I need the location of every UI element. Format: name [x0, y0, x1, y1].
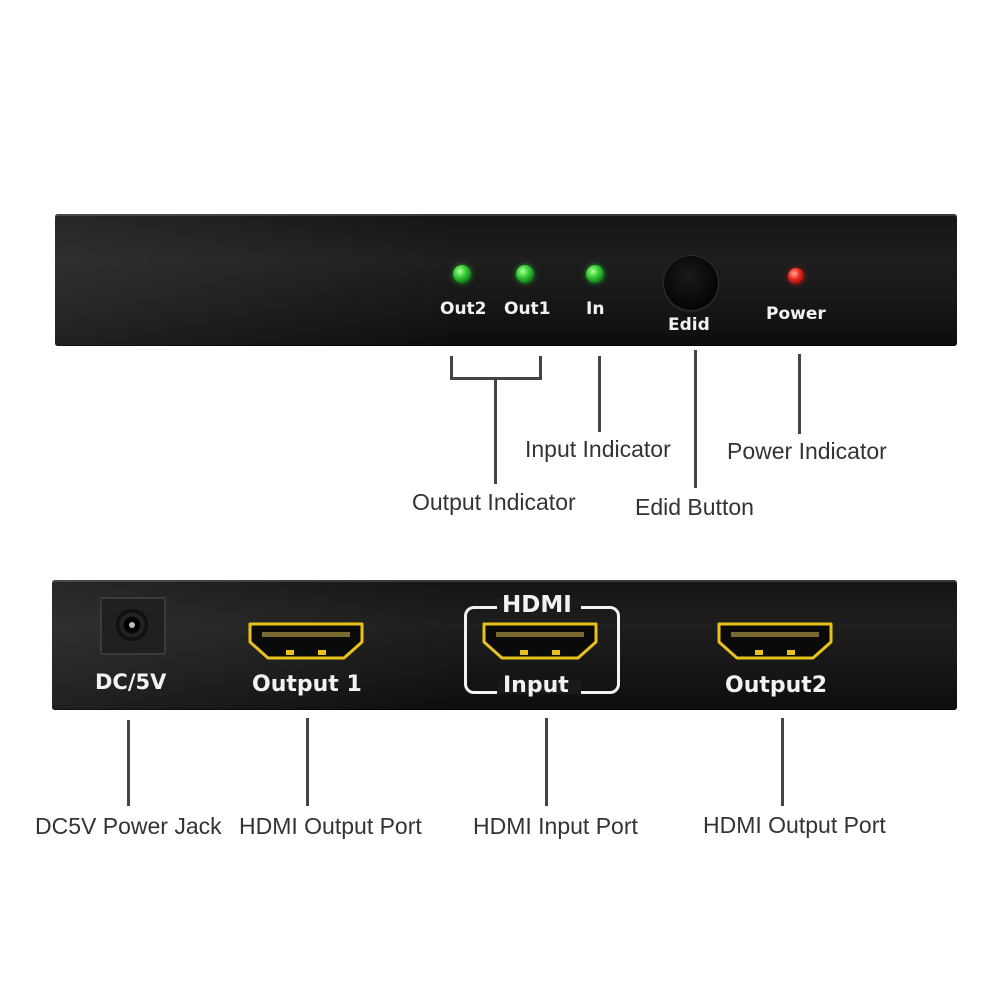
dc-power-jack-callout: DC5V Power Jack — [35, 813, 222, 839]
dc-jack-leader — [127, 720, 130, 806]
output-bracket-left — [450, 356, 453, 380]
hdmi-frame-gap-top — [497, 598, 581, 612]
out1-led-icon — [516, 265, 534, 283]
edid-button-leader — [694, 350, 697, 488]
front-panel — [55, 214, 957, 346]
output-bracket-bar — [450, 377, 542, 380]
output-indicator-leader — [494, 380, 497, 484]
out1-label: Out1 — [504, 299, 551, 319]
out2-label: Out2 — [440, 299, 487, 319]
edid-label: Edid — [668, 315, 710, 335]
output1-label: Output 1 — [252, 672, 362, 697]
hdmi-input-port-callout: HDMI Input Port — [473, 813, 638, 839]
power-indicator-leader — [798, 354, 801, 434]
hdmi-input-port-icon — [482, 622, 598, 660]
input-indicator-callout: Input Indicator — [525, 436, 671, 462]
edid-button-callout: Edid Button — [635, 494, 754, 520]
hdmi-output-port-1-callout: HDMI Output Port — [239, 813, 422, 839]
output2-label: Output2 — [725, 673, 828, 698]
output-bracket-right — [539, 356, 542, 380]
hdmi-label: HDMI — [502, 592, 572, 618]
input-port-leader — [545, 718, 548, 806]
power-label: Power — [766, 304, 826, 324]
output2-port-leader — [781, 718, 784, 806]
dc-power-jack-icon — [100, 597, 166, 655]
hdmi-output1-port-icon — [248, 622, 364, 660]
hdmi-frame-gap-bottom — [497, 680, 581, 694]
edid-button[interactable] — [664, 256, 718, 310]
output-indicator-callout: Output Indicator — [412, 489, 576, 515]
in-label: In — [586, 299, 605, 319]
in-led-icon — [586, 265, 604, 283]
power-indicator-callout: Power Indicator — [727, 438, 887, 464]
hdmi-output-port-2-callout: HDMI Output Port — [703, 812, 886, 838]
input-label: Input — [503, 673, 569, 698]
power-led-icon — [788, 268, 804, 284]
input-indicator-leader — [598, 356, 601, 432]
dc5v-label: DC/5V — [95, 670, 167, 694]
hdmi-output2-port-icon — [717, 622, 833, 660]
out2-led-icon — [453, 265, 471, 283]
output1-port-leader — [306, 718, 309, 806]
